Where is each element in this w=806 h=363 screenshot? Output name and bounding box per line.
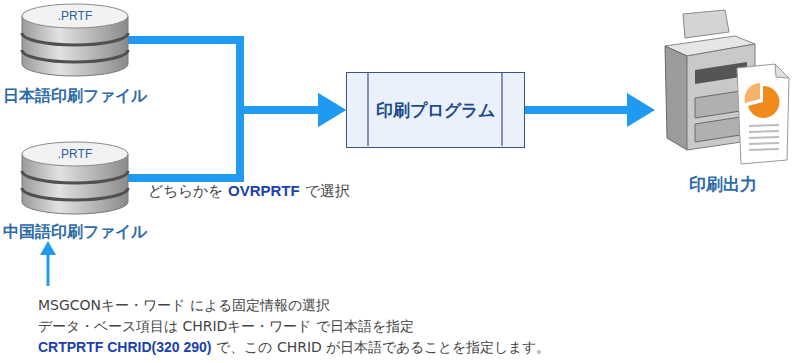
paper-line — [749, 131, 779, 132]
pointer-head — [40, 241, 56, 255]
note-text: で選択 — [305, 182, 350, 200]
database-file: .PRTF日本語印刷ファイル — [22, 4, 128, 76]
label-line: データ・ベース項目は CHRIDキー・ワード で日本語を指定 — [38, 317, 414, 335]
note-text: CRTPRTF CHRID(320 290) — [38, 338, 211, 356]
pointer-line — [47, 254, 50, 286]
printer-output: 印刷出力 — [655, 10, 790, 165]
paper-line — [749, 125, 779, 126]
printer-side — [665, 46, 687, 150]
cylinder-top — [22, 4, 128, 28]
paper-sheet — [737, 64, 789, 164]
side-line — [501, 73, 502, 146]
database-file: .PRTF中国語印刷ファイル — [22, 142, 128, 214]
cylinder-band — [22, 50, 128, 62]
process-box: 印刷プログラム — [346, 72, 525, 148]
label-line: MSGCONキー・ワード による固定情報の選択 — [38, 296, 330, 314]
side-line — [367, 73, 368, 146]
node-label: 日本語印刷ファイル — [3, 86, 147, 106]
flow-arrow — [525, 106, 627, 114]
label-line: CRTPRTF CHRID(320 290) で、この CHRID が日本語である… — [38, 338, 550, 356]
paper-line — [749, 137, 779, 138]
pie-slice — [744, 83, 760, 103]
paper-fold — [775, 64, 789, 78]
label-line: どちらかを OVRPRTF で選択 — [148, 182, 350, 200]
paper-line — [749, 149, 779, 150]
note-text: どちらかを — [148, 182, 223, 200]
flow-arrow — [128, 110, 318, 178]
file-type: .PRTF — [58, 147, 92, 161]
note-text: MSGCONキー・ワード による固定情報の選択 — [38, 296, 330, 314]
cylinder-band — [22, 171, 128, 183]
cylinder-band — [22, 188, 128, 200]
cylinder-top — [22, 142, 128, 166]
printer-lid — [683, 10, 729, 38]
cylinder-band — [22, 33, 128, 45]
note-text: OVRPRTF — [228, 182, 300, 200]
node-label: 中国語印刷ファイル — [3, 222, 147, 242]
node-label: 印刷プログラム — [376, 99, 495, 121]
note-text: で、この CHRID が日本語であることを指定します。 — [216, 338, 550, 356]
flow-arrow — [128, 40, 318, 110]
paper-line — [749, 143, 779, 144]
note-text: データ・ベース項目は CHRIDキー・ワード で日本語を指定 — [38, 317, 414, 335]
node-label: 印刷出力 — [689, 173, 757, 195]
file-type: .PRTF — [58, 9, 92, 23]
printer-illustration — [655, 10, 790, 165]
